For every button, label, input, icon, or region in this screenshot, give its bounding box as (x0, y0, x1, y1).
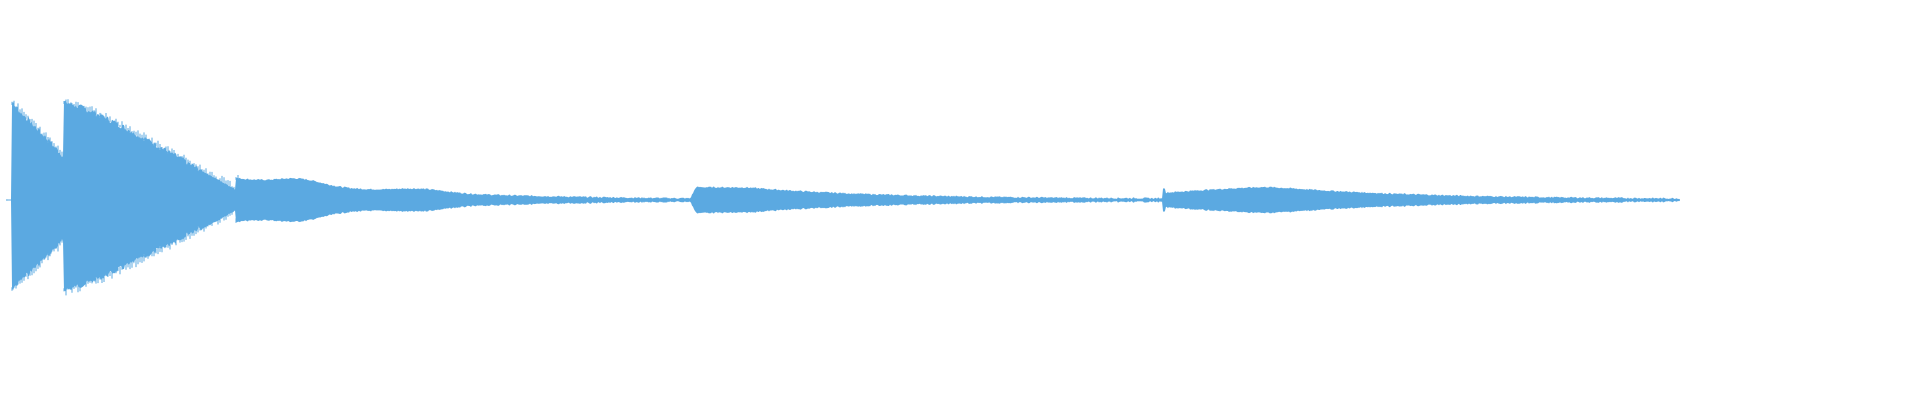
waveform-envelope (6, 99, 1680, 293)
waveform-detail (11, 99, 239, 296)
